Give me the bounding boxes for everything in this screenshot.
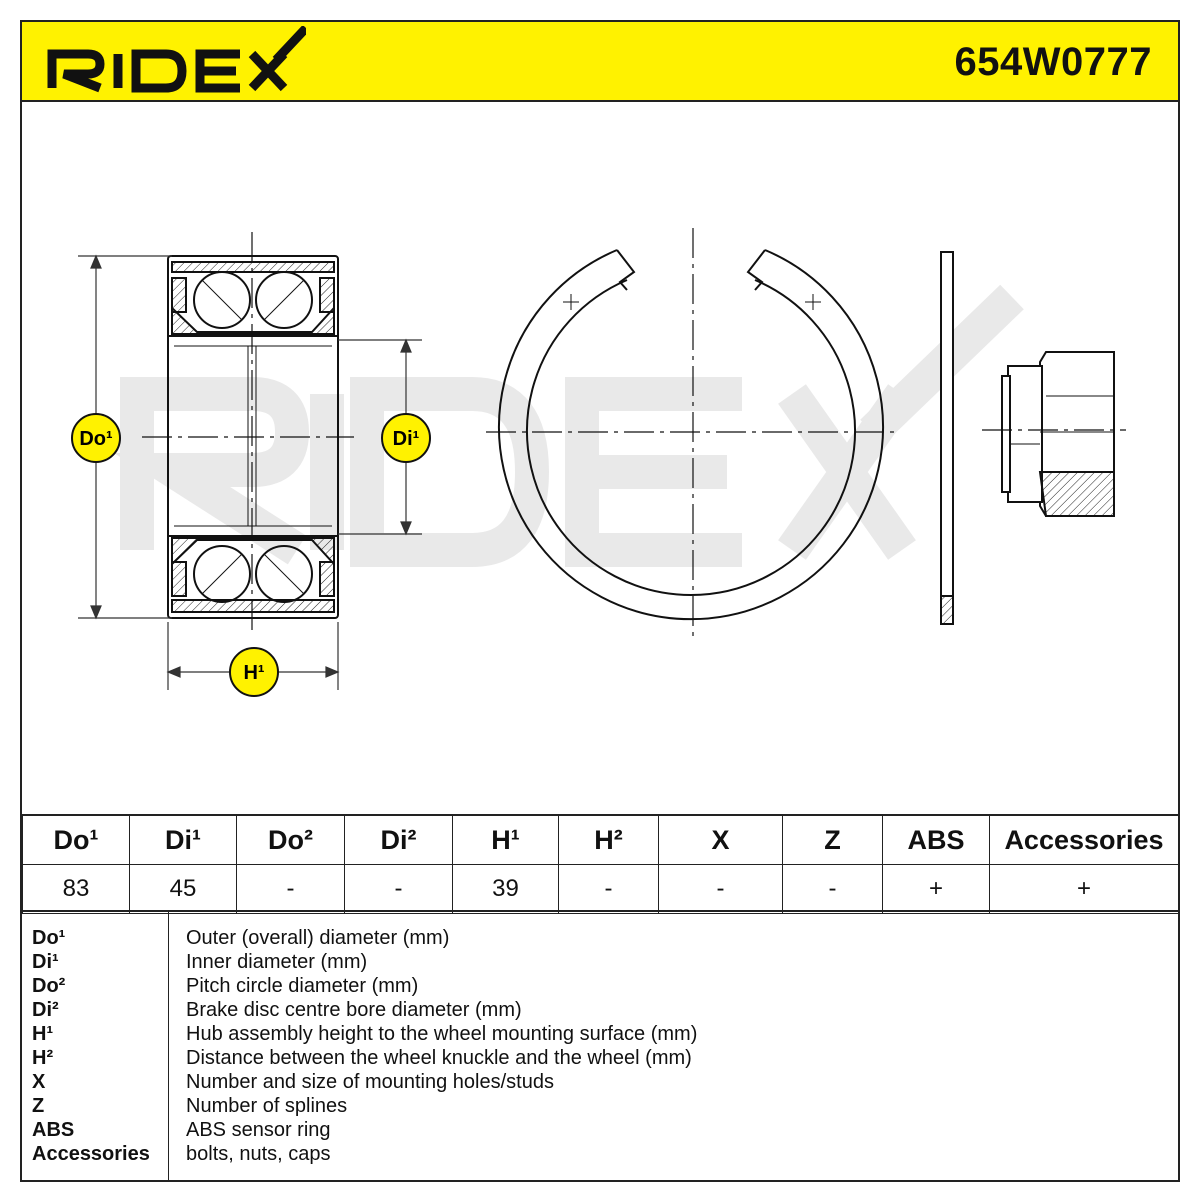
legend-row: Accessories bolts, nuts, caps bbox=[22, 1142, 1178, 1166]
legend-row: X Number and size of mounting holes/stud… bbox=[22, 1070, 1178, 1094]
badge-do-label: Do¹ bbox=[79, 428, 113, 450]
spec-header-row: Do¹ Di¹ Do² Di² H¹ H² X Z ABS Accessorie… bbox=[22, 814, 1179, 865]
legend-key: Di² bbox=[32, 999, 59, 1021]
value-cell: - bbox=[236, 864, 345, 914]
value-cell: 83 bbox=[22, 864, 130, 914]
value-cell: - bbox=[782, 864, 883, 914]
product-sheet: 654W0777 bbox=[20, 20, 1180, 1182]
badge-h-label: H¹ bbox=[243, 662, 264, 684]
legend-description: Inner diameter (mm) bbox=[186, 951, 368, 973]
value-cell: - bbox=[558, 864, 659, 914]
value-cell: - bbox=[344, 864, 453, 914]
header-cell: Do² bbox=[236, 814, 345, 865]
legend: Do¹ Outer (overall) diameter (mm) Di¹ In… bbox=[22, 910, 1178, 1182]
legend-key: Di¹ bbox=[32, 951, 59, 973]
bearing-section bbox=[142, 232, 354, 630]
header-cell: X bbox=[658, 814, 783, 865]
legend-description: Hub assembly height to the wheel mountin… bbox=[186, 1023, 698, 1045]
legend-key: ABS bbox=[32, 1119, 75, 1141]
header-cell: Di² bbox=[344, 814, 453, 865]
spec-table: Do¹ Di¹ Do² Di² H¹ H² X Z ABS Accessorie… bbox=[22, 814, 1179, 914]
nut-drawing bbox=[982, 351, 1126, 517]
legend-row: Do² Pitch circle diameter (mm) bbox=[22, 974, 1178, 998]
circlip-drawing bbox=[486, 228, 898, 638]
legend-row: Z Number of splines bbox=[22, 1094, 1178, 1118]
legend-row: Do¹ Outer (overall) diameter (mm) bbox=[22, 926, 1178, 950]
header-cell: H² bbox=[558, 814, 659, 865]
legend-description: Distance between the wheel knuckle and t… bbox=[186, 1047, 692, 1069]
legend-divider bbox=[168, 912, 169, 1182]
legend-row: Di¹ Inner diameter (mm) bbox=[22, 950, 1178, 974]
legend-description: ABS sensor ring bbox=[186, 1119, 331, 1141]
legend-row: Di² Brake disc centre bore diameter (mm) bbox=[22, 998, 1178, 1022]
legend-key: X bbox=[32, 1071, 46, 1093]
legend-row: H¹ Hub assembly height to the wheel moun… bbox=[22, 1022, 1178, 1046]
legend-key: H¹ bbox=[32, 1023, 54, 1045]
header-bar: 654W0777 bbox=[22, 22, 1178, 102]
technical-drawing: Do¹ Di¹ H¹ bbox=[71, 228, 1126, 697]
header-cell: H¹ bbox=[452, 814, 559, 865]
legend-description: Number and size of mounting holes/studs bbox=[186, 1071, 554, 1093]
spec-value-row: 83 45 - - 39 - - - + + bbox=[22, 864, 1179, 914]
value-cell: 39 bbox=[452, 864, 559, 914]
legend-key: H² bbox=[32, 1047, 54, 1069]
value-cell: + bbox=[882, 864, 990, 914]
part-number: 654W0777 bbox=[954, 40, 1152, 84]
legend-key: Z bbox=[32, 1095, 45, 1117]
legend-description: Number of splines bbox=[186, 1095, 348, 1117]
legend-row: H² Distance between the wheel knuckle an… bbox=[22, 1046, 1178, 1070]
badge-di-label: Di¹ bbox=[393, 428, 420, 450]
header-cell: Accessories bbox=[989, 814, 1179, 865]
circlip-side-view bbox=[940, 251, 954, 625]
legend-description: Brake disc centre bore diameter (mm) bbox=[186, 999, 522, 1021]
legend-key: Accessories bbox=[32, 1143, 150, 1165]
legend-key: Do² bbox=[32, 975, 66, 997]
header-cell: Z bbox=[782, 814, 883, 865]
legend-description: bolts, nuts, caps bbox=[186, 1143, 331, 1165]
value-cell: + bbox=[989, 864, 1179, 914]
value-cell: 45 bbox=[129, 864, 237, 914]
header-cell: Di¹ bbox=[129, 814, 237, 865]
legend-description: Pitch circle diameter (mm) bbox=[186, 975, 419, 997]
header-cell: ABS bbox=[882, 814, 990, 865]
badge-h: H¹ bbox=[229, 647, 279, 697]
value-cell: - bbox=[658, 864, 783, 914]
legend-key: Do¹ bbox=[32, 927, 66, 949]
ridex-logo bbox=[47, 26, 306, 93]
header-cell: Do¹ bbox=[22, 814, 130, 865]
badge-di: Di¹ bbox=[381, 413, 431, 463]
legend-row: ABS ABS sensor ring bbox=[22, 1118, 1178, 1142]
legend-description: Outer (overall) diameter (mm) bbox=[186, 927, 450, 949]
badge-do: Do¹ bbox=[71, 413, 121, 463]
